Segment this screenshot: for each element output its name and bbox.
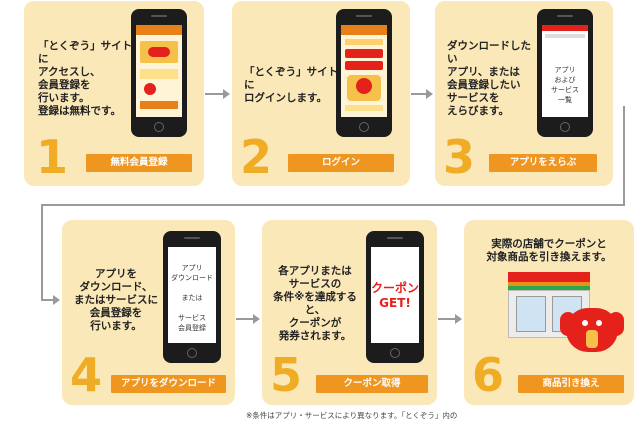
arrow-2-to-3 <box>411 89 433 99</box>
step-1-phone-screen <box>136 25 182 117</box>
step-2-phone-screen <box>341 25 387 117</box>
step-3-button[interactable]: アプリをえらぶ <box>489 154 597 172</box>
step-5-button[interactable]: クーポン取得 <box>316 375 428 393</box>
step-1-number: 1 <box>36 130 69 184</box>
step-2-button[interactable]: ログイン <box>288 154 394 172</box>
step-6-description: 実際の店舗でクーポンと 対象商品を引き換えます。 <box>486 238 612 263</box>
step-2-number: 2 <box>240 130 273 184</box>
elephant-mascot <box>560 300 624 360</box>
connector-vertical-right <box>623 106 625 206</box>
step-3-phone-screen: アプリ および サービス 一覧 <box>542 25 588 117</box>
coupon-get-text: クーポン GET! <box>371 281 419 310</box>
step-3-phone: アプリ および サービス 一覧 <box>537 9 593 137</box>
step-5-number: 5 <box>270 348 303 402</box>
step-5-phone: クーポン GET! <box>366 231 424 363</box>
step-4-description: アプリを ダウンロード、 またはサービスに 会員登録を 行います。 <box>74 268 158 332</box>
arrow-5-to-6 <box>438 314 462 324</box>
step-6-button[interactable]: 商品引き換え <box>518 375 624 393</box>
arrow-4-to-5 <box>236 314 260 324</box>
arrow-into-4 <box>41 295 60 305</box>
connector-vertical-left <box>41 204 43 301</box>
step-4-button[interactable]: アプリをダウンロード <box>111 375 226 393</box>
step-5-description: 各アプリまたは サービスの 条件※を達成すると、 クーポンが 発券されます。 <box>273 265 357 342</box>
step-1-button[interactable]: 無料会員登録 <box>86 154 192 172</box>
step-4-phone: アプリ ダウンロード または サービス 会員登録 <box>163 231 221 363</box>
connector-horizontal <box>41 204 625 206</box>
step-4-number: 4 <box>70 348 103 402</box>
step-6-number: 6 <box>472 348 505 402</box>
footnote: ※条件はアプリ・サービスにより異なります。「とくぞう」内の <box>246 411 458 420</box>
step-3-screen-text: アプリ および サービス 一覧 <box>551 66 579 104</box>
step-1-phone <box>131 9 187 137</box>
step-2-phone <box>336 9 392 137</box>
step-3-number: 3 <box>443 130 476 184</box>
step-4-phone-screen: アプリ ダウンロード または サービス 会員登録 <box>168 247 216 343</box>
arrow-1-to-2 <box>205 89 230 99</box>
step-5-phone-screen: クーポン GET! <box>371 247 419 343</box>
step-2-description: 「とくぞう」サイトに ログインします。 <box>244 66 339 104</box>
step-3-description: ダウンロードしたい アプリ、または 会員登録したい サービスを えらびます。 <box>447 40 531 117</box>
step-4-screen-text: アプリ ダウンロード または サービス 会員登録 <box>171 264 213 332</box>
step-1-description: 「とくぞう」サイトに アクセスし、 会員登録を 行います。 登録は無料です。 <box>38 40 133 117</box>
